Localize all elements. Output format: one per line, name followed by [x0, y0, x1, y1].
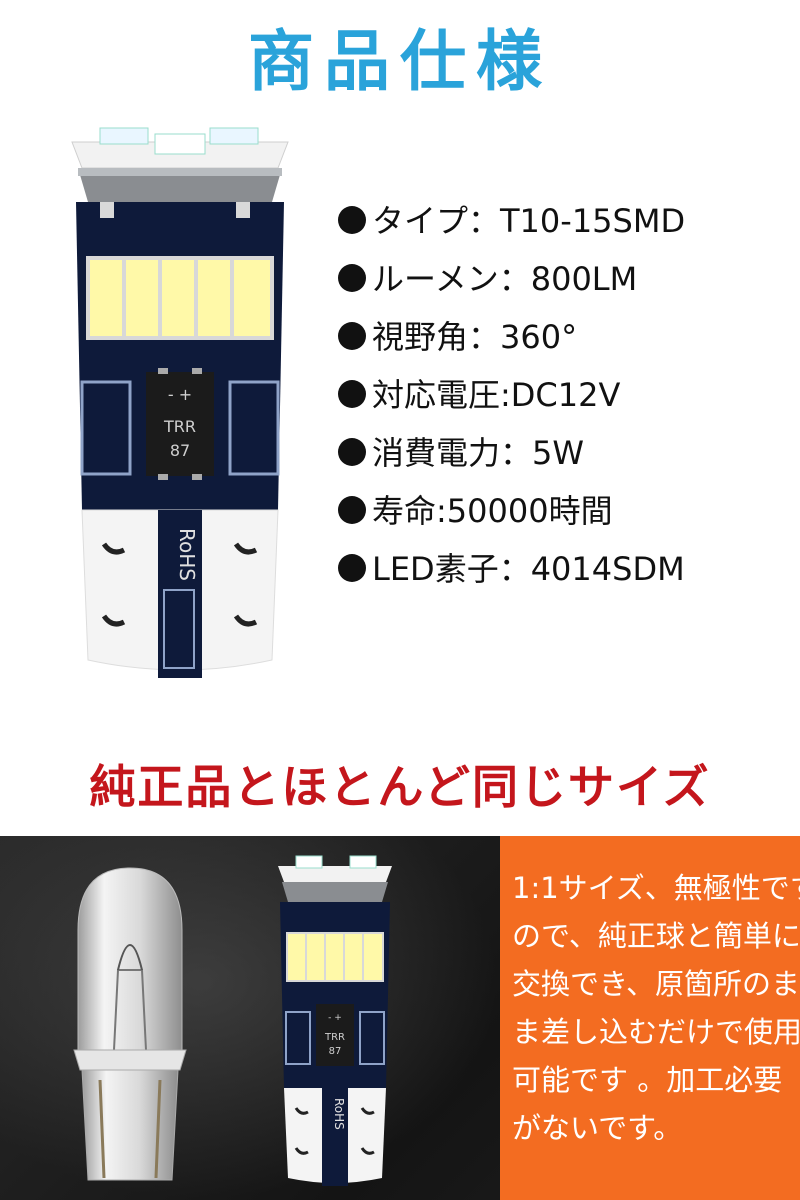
chip-number: 87: [170, 441, 190, 460]
spec-lifetime: 寿命:50000時間: [338, 482, 778, 540]
spec-type: タイプ：T10-15SMD: [338, 192, 778, 250]
description-line: 交換でき、原箇所のま: [512, 967, 800, 1001]
comparison-title: 純正品とほとんど同じサイズ: [89, 760, 711, 814]
chip-polarity-label: - +: [328, 1013, 342, 1023]
bullet-icon: [338, 554, 366, 582]
bullet-icon: [338, 438, 366, 466]
bullet-icon: [338, 380, 366, 408]
led-bulb-image: - + TRR 87 RoHS: [60, 120, 300, 680]
chip-polarity-label: - +: [168, 385, 192, 404]
bullet-icon: [338, 264, 366, 292]
rohs-label: RoHS: [175, 528, 199, 581]
spec-power: 消費電力：5W: [338, 424, 778, 482]
chip-label: TRR: [163, 417, 196, 436]
description-line: がないです。: [512, 1111, 683, 1145]
description-line: 可能です 。加工必要: [512, 1063, 783, 1097]
spec-led-element: LED素子：4014SDM: [338, 540, 778, 598]
spec-angle: 視野角：360°: [338, 308, 778, 366]
description-line: ま差し込むだけで使用: [512, 1015, 800, 1049]
description-line: ので、純正球と簡単に: [512, 919, 800, 953]
description-panel: 1:1サイズ、無極性です ので、純正球と簡単に 交換でき、原箇所のま ま差し込む…: [500, 836, 800, 1200]
spec-voltage: 対応電圧:DC12V: [338, 366, 778, 424]
spec-lumen: ルーメン：800LM: [338, 250, 778, 308]
rohs-label: RoHS: [332, 1098, 346, 1130]
page-title: 商品仕様: [248, 23, 552, 100]
bullet-icon: [338, 496, 366, 524]
spec-list: タイプ：T10-15SMD ルーメン：800LM 視野角：360° 対応電圧:D…: [338, 192, 778, 598]
original-bulb-image: [60, 860, 200, 1190]
chip-label: TRR: [324, 1032, 345, 1043]
description-line: 1:1サイズ、無極性です: [512, 871, 800, 905]
chip-number: 87: [329, 1046, 342, 1057]
bullet-icon: [338, 206, 366, 234]
led-bulb-comparison-image: - + TRR 87 RoHS: [270, 852, 400, 1188]
comparison-panel: - + TRR 87 RoHS 1:1サイズ、無極性です ので、純正球と簡単に …: [0, 836, 800, 1200]
bullet-icon: [338, 322, 366, 350]
